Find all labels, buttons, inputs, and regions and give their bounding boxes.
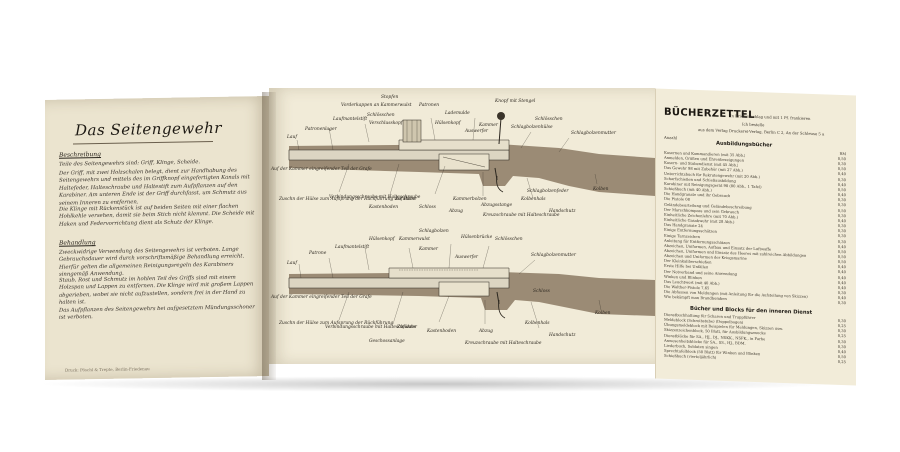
diagram-label: Auf der Kammer eingreifender Teil der Gr… <box>270 295 372 300</box>
diagram-label: Auswerfer <box>454 255 479 260</box>
rifle-cross-sections: Lauf Patronenlager Laufmantelstift Schlö… <box>270 95 655 346</box>
diagram-label: Kammer <box>418 247 439 252</box>
diagram-label: Kammerbolzen <box>452 197 487 202</box>
order-list-service-books: Dienstbuchhaltung für Scharen und Truppf… <box>664 313 846 366</box>
paragraph: Die Klinge mit Rückenstück ist auf beide… <box>59 203 255 228</box>
diagram-label: Kastenboden <box>426 329 456 334</box>
diagram-label: Verschlusskopf <box>369 121 404 126</box>
booklet-shadow <box>36 376 836 392</box>
diagram-label: Kolbenhals <box>524 321 550 326</box>
diagram-label: Schlagbolzenhülse <box>511 125 553 130</box>
paragraph: Das Aufpflanzen des Seitengewehrs bei au… <box>59 304 255 322</box>
paragraph: Staub, Rost und Schmutz im hohlen Teil d… <box>59 274 254 306</box>
diagram-label: Schloss <box>533 289 551 294</box>
diagram-label: Schlagbolzenmutter <box>571 131 617 136</box>
diagram-label: Laufmantelstift <box>332 117 367 122</box>
title-underline <box>73 141 213 145</box>
diagram-label: Verbindungsschraube mit Halteschraube <box>329 195 421 200</box>
diagram-label: Schlösschen <box>367 113 395 118</box>
magazine-box <box>438 281 490 297</box>
receiver-bolt <box>398 139 510 151</box>
diagram-label: Stopfen <box>381 95 398 100</box>
diagram-page: Lauf Patronenlager Laufmantelstift Schlö… <box>269 88 655 364</box>
diagram-label: Abzug <box>478 329 493 334</box>
diagram-label: Schlagbolzen <box>419 229 449 234</box>
section-heading-behandlung: Behandlung <box>59 239 96 247</box>
diagram-label: Patronenlager <box>304 127 338 132</box>
page-title: Das Seitengewehr <box>75 118 222 140</box>
price-column-header: RM <box>839 151 846 157</box>
diagram-label: Handschutz <box>548 209 576 214</box>
diagram-label: Abzug <box>448 209 463 214</box>
diagram-label: Kammerwulst <box>398 237 430 242</box>
diagram-label: Handschutz <box>548 333 576 338</box>
diagram-label: Zuführer <box>394 197 416 202</box>
diagram-label: Laufmantelstift <box>334 245 369 250</box>
diagram-label: Hülsenkopf <box>434 121 462 126</box>
order-form-quantity-header: Anzahl <box>664 134 678 141</box>
diagram-label: Schloss <box>419 205 437 210</box>
diagram-label: Zuschn der Hülse zum Aufsprung der Rückf… <box>278 321 393 326</box>
booklet-spine <box>262 92 276 380</box>
diagram-label: Zuführer <box>396 325 418 330</box>
trigger <box>496 291 500 305</box>
diagram-label: Vorderkappen an Kammerwulst <box>341 103 412 108</box>
diagram-label: Lauf <box>286 261 298 266</box>
order-section-heading: Ausbildungsbücher <box>716 140 773 149</box>
follower-spring <box>442 156 486 168</box>
rifle-diagram-top: Lauf Patronenlager Laufmantelstift Schlö… <box>270 95 655 218</box>
diagram-label: Patronen <box>418 103 439 108</box>
diagram-label: Verbindungsschraube mit Halteschraube <box>325 325 417 330</box>
diagram-label: Zuschn der Hülse zum Aufsprung der Rückf… <box>278 197 417 202</box>
bolt-handle <box>498 117 502 145</box>
order-form-instruction: aus dem Verlag Druckerei-Verlag, Berlin … <box>698 126 825 137</box>
diagram-label: Kammer <box>478 123 499 128</box>
diagram-label: Lademulde <box>444 111 470 116</box>
diagram-label: Schlagbolzenmutter <box>531 253 577 258</box>
order-list-training-books: Kasernen und Kommandieren (mit 35 Abb.)0… <box>664 151 846 307</box>
diagram-label: Kolben <box>592 187 609 192</box>
left-page: Das Seitengewehr Beschreibung Teile des … <box>45 96 269 380</box>
diagram-label: Schlagbolzenfeder <box>527 189 569 194</box>
paragraph: Der Griff, mit zwei Holzschalen belegt, … <box>59 167 250 207</box>
printer-footer: Druck: Pöschl & Trepte, Berlin-Friedenau <box>65 366 150 373</box>
diagram-label: Kolben <box>594 311 611 316</box>
diagram-label: Schlösschen <box>495 237 523 242</box>
receiver-bolt <box>388 267 510 279</box>
section-heading-beschreibung: Beschreibung <box>59 150 102 159</box>
diagram-label: Auswerfer <box>464 129 489 134</box>
diagram-label: Hülsenkopf <box>368 237 396 242</box>
trigger <box>494 167 498 181</box>
order-form-page: BÜCHERZETTEL In Briefumschlag und mit 1 … <box>655 88 856 386</box>
diagram-label: Knopf mit Stengel <box>494 99 536 104</box>
diagram-label: Kolbenhals <box>520 197 546 202</box>
diagram-label: Kreuzschraube mit Halteschraube <box>464 341 542 346</box>
diagram-label: Geschossanlage <box>369 339 405 344</box>
rifle-diagram-bottom: Lauf Patrone Laufmantelstift Hülsenkopf … <box>270 229 655 346</box>
order-form-instruction: Ich bestelle <box>742 121 765 128</box>
diagram-label: Patrone <box>308 251 327 256</box>
diagram-label: Schlösschen <box>535 117 563 122</box>
diagram-label: Auf der Kammer eingreifender Teil der Gr… <box>270 167 372 172</box>
diagram-label: Abzugs­stange <box>480 203 512 208</box>
diagram-label: Hülsenbrücke <box>460 235 493 240</box>
diagram-label: Kastenboden <box>368 205 398 210</box>
diagram-label: Lauf <box>286 135 298 140</box>
bolt-knob <box>497 112 505 120</box>
diagram-label: Kreuzschraube mit Halteschraube <box>482 213 560 218</box>
